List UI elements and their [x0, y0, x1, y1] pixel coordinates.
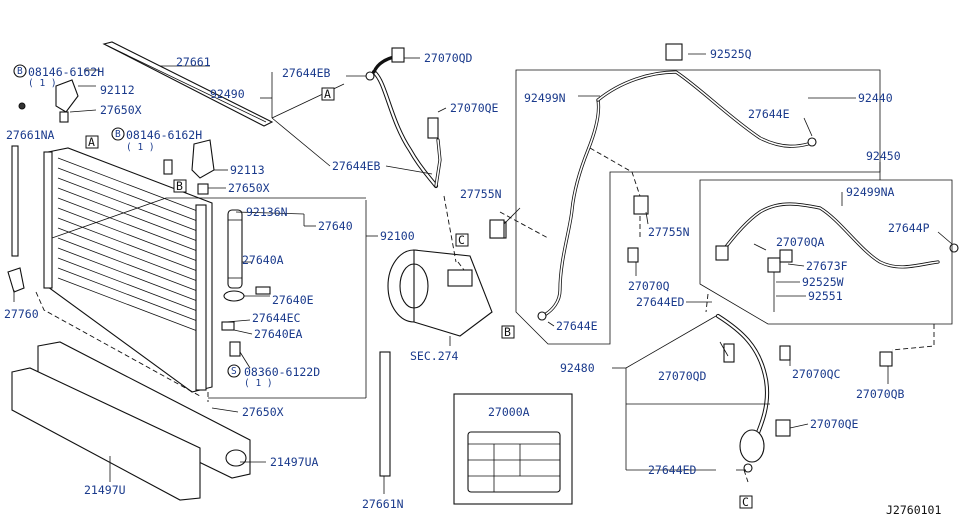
- part-label-92499na: 92499NA: [846, 185, 895, 199]
- part-label-27755n-a: 27755N: [460, 187, 502, 201]
- svg-text:B: B: [115, 129, 121, 140]
- part-label-27070qd-b: 27070QD: [658, 369, 707, 383]
- part-label-27070qc: 27070QC: [792, 367, 841, 381]
- part-label-27640a: 27640A: [242, 253, 284, 267]
- circled-s-symbol: S: [227, 364, 241, 378]
- part-label-92490: 92490: [210, 87, 245, 101]
- part-label-27640ea: 27640EA: [254, 327, 303, 341]
- hose-92490: [365, 47, 442, 189]
- ref-letter: A: [88, 135, 95, 149]
- ref-box-b-right: B: [501, 325, 515, 339]
- part-label-27070q: 27070Q: [628, 279, 670, 293]
- leader-lines: [13, 53, 953, 494]
- part-label-27673f: 27673F: [806, 259, 848, 273]
- part-labels: 27661 92490 27644EB 27070QD 92525Q 08146…: [4, 47, 941, 517]
- ref-letter: C: [458, 233, 465, 247]
- part-label-08146-a: 08146-6162H: [28, 65, 104, 79]
- part-label-92136n: 92136N: [246, 205, 288, 219]
- diagram-id: J2760101: [886, 503, 941, 517]
- part-qty-08146-a: ( 1 ): [28, 78, 57, 89]
- part-label-27640: 27640: [318, 219, 353, 233]
- part-label-27640e: 27640E: [272, 293, 314, 307]
- ref-letter: C: [742, 495, 749, 509]
- part-label-27661: 27661: [176, 55, 211, 69]
- part-label-92480: 92480: [560, 361, 595, 375]
- part-label-27070qe-a: 27070QE: [450, 101, 499, 115]
- part-qty-08146-b: ( 1 ): [126, 142, 155, 153]
- ref-box-c-bottom: C: [739, 495, 753, 509]
- part-label-27644e-a: 27644E: [748, 107, 790, 121]
- part-label-27644ed-a: 27644ED: [636, 295, 685, 309]
- part-label-27644e-b: 27644E: [556, 319, 598, 333]
- svg-text:B: B: [17, 66, 23, 77]
- part-label-27650x-a: 27650X: [100, 103, 142, 117]
- part-label-27644ec: 27644EC: [252, 311, 301, 325]
- section-ref-274: SEC.274: [410, 349, 459, 363]
- pipe-92440: [537, 43, 817, 321]
- frames: [443, 69, 953, 483]
- bracket-27755N: [489, 195, 893, 367]
- part-label-92525w: 92525W: [802, 275, 844, 289]
- ref-box-b-left: B: [173, 179, 187, 193]
- part-label-92450: 92450: [866, 149, 901, 163]
- part-label-92440: 92440: [858, 91, 893, 105]
- circled-b-symbol: B: [13, 64, 27, 78]
- part-label-27760: 27760: [4, 307, 39, 321]
- part-label-27661na: 27661NA: [6, 128, 55, 142]
- label-plate-27000A: [453, 393, 573, 505]
- part-label-92100: 92100: [380, 229, 415, 243]
- part-label-27650x-b: 27650X: [228, 181, 270, 195]
- svg-text:S: S: [231, 366, 237, 377]
- ref-letter: A: [324, 87, 331, 101]
- part-label-27000a: 27000A: [488, 405, 530, 419]
- part-label-92112: 92112: [100, 83, 135, 97]
- part-label-08360: 08360-6122D: [244, 365, 320, 379]
- ref-box-a-left: A: [85, 135, 99, 149]
- part-label-27644ed-b: 27644ED: [648, 463, 697, 477]
- hose-92480: [715, 313, 791, 473]
- part-label-21497ua: 21497UA: [270, 455, 319, 469]
- ref-letter: B: [504, 325, 511, 339]
- part-label-27070qb: 27070QB: [856, 387, 905, 401]
- ref-box-a-top: A: [321, 87, 335, 101]
- part-label-27644p: 27644P: [888, 221, 930, 235]
- part-label-08146-b: 08146-6162H: [126, 128, 202, 142]
- ref-box-c-mid: C: [455, 233, 469, 247]
- part-qty-08360: ( 1 ): [244, 378, 273, 389]
- part-label-92499n: 92499N: [524, 91, 566, 105]
- part-label-27650x-c: 27650X: [242, 405, 284, 419]
- part-label-27644eb-b: 27644EB: [332, 159, 381, 173]
- part-label-27070qe-b: 27070QE: [810, 417, 859, 431]
- condenser-assembly: [7, 41, 391, 501]
- part-label-21497u: 21497U: [84, 483, 126, 497]
- circled-b-symbol: B: [111, 127, 125, 141]
- part-label-27070qd-a: 27070QD: [424, 51, 473, 65]
- part-label-92113: 92113: [230, 163, 265, 177]
- part-label-27644eb-a: 27644EB: [282, 66, 331, 80]
- part-label-92525q: 92525Q: [710, 47, 752, 61]
- ref-letter: B: [176, 179, 183, 193]
- condenser-fins: [57, 157, 201, 333]
- part-label-27070qa: 27070QA: [776, 235, 825, 249]
- part-label-92551: 92551: [808, 289, 843, 303]
- part-label-27755n-b: 27755N: [648, 225, 690, 239]
- part-label-27661n: 27661N: [362, 497, 404, 511]
